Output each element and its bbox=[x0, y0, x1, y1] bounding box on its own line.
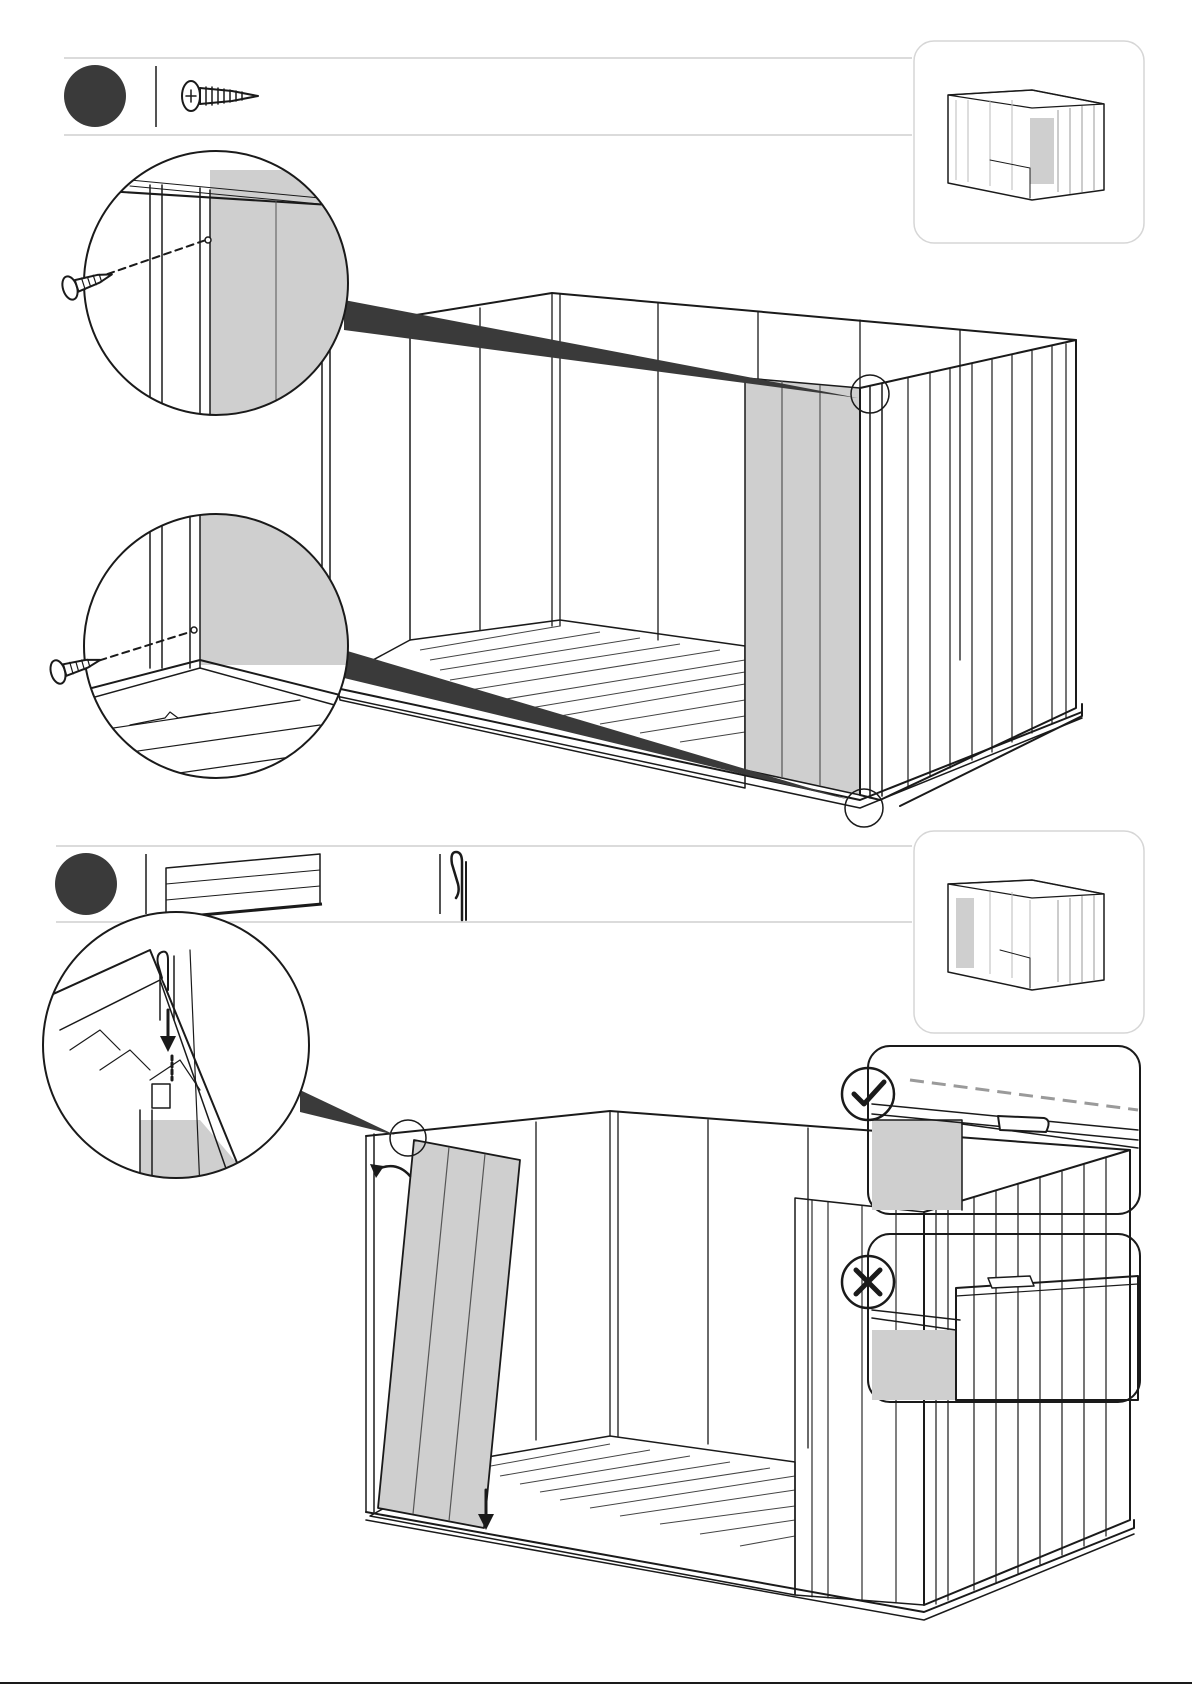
step-1-header bbox=[64, 58, 912, 135]
shed-thumbnail-left-panel bbox=[948, 880, 1104, 990]
clip-callout-pointer bbox=[300, 1090, 395, 1135]
step-2-header bbox=[55, 846, 912, 922]
installed-wall-panel bbox=[745, 378, 860, 795]
step-2-shed-drawing bbox=[300, 1090, 1134, 1620]
shed-thumbnail-right-panel bbox=[948, 90, 1104, 200]
step-2-thumbnail bbox=[914, 831, 1144, 1033]
step-1-badge bbox=[64, 65, 126, 127]
hook-clip-icon bbox=[452, 852, 467, 920]
screw-icon bbox=[182, 81, 258, 111]
step-1-thumbnail bbox=[914, 41, 1144, 243]
wall-panel-icon bbox=[166, 854, 322, 918]
step-1-shed-drawing bbox=[322, 293, 1082, 827]
clip-insert-detail bbox=[40, 912, 309, 1190]
step-2-badge bbox=[55, 853, 117, 915]
